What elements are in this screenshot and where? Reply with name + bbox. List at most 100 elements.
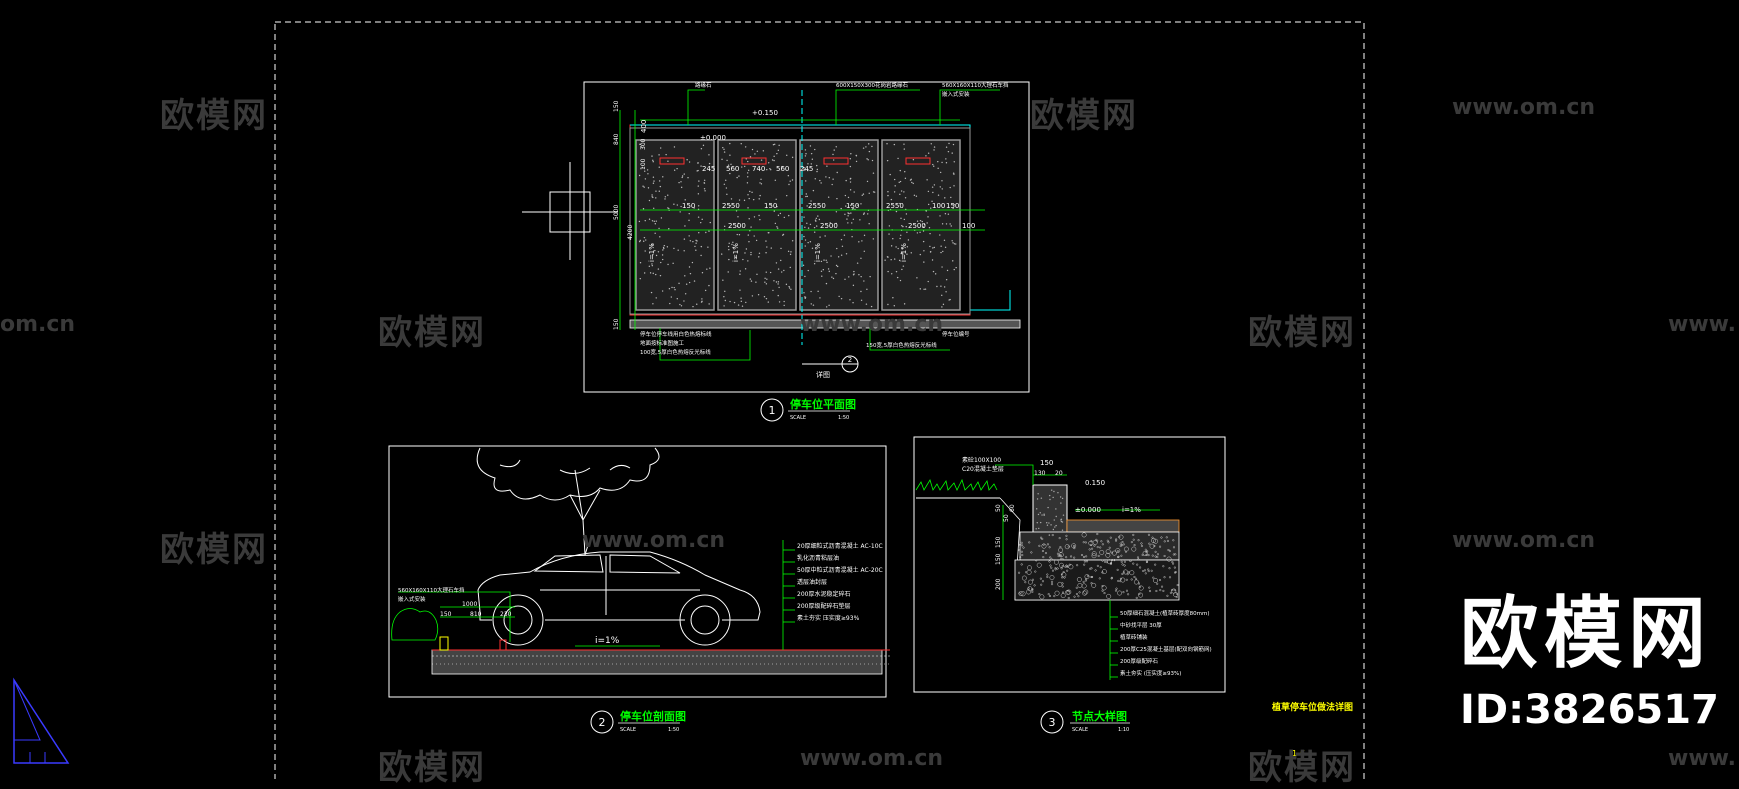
- detail-title-number: 3: [1049, 716, 1056, 729]
- section-layer-label: 20厚细粒式沥青混凝土 AC-10C: [797, 542, 883, 550]
- section-label: 嵌入式安装: [398, 595, 426, 603]
- parking-bay: [635, 139, 715, 311]
- watermark: www.: [1668, 746, 1736, 771]
- section-title-block: 2 停车位剖面图 SCALE 1:50: [590, 709, 686, 734]
- detail-layer-label: 中砂找平层 30厚: [1120, 621, 1162, 629]
- section-layer-label: 200厚水泥稳定碎石: [797, 590, 850, 598]
- plan-dim: ±0.000: [700, 134, 726, 142]
- plan-dim: 245: [800, 165, 813, 173]
- plan-dim-left: 150: [613, 100, 620, 112]
- sheet-number: 1-6: [1292, 749, 1305, 758]
- plan-note: 停车位停车线用白色热熔标线: [640, 330, 712, 338]
- detail-label: i=1%: [1122, 506, 1141, 514]
- watermark: 欧模网: [1030, 96, 1138, 136]
- paving-top: [1066, 519, 1180, 533]
- section-layer-label: 50厚中粒式沥青混凝土 AC-20C: [797, 566, 883, 574]
- plan-dim-left: 100: [640, 158, 647, 170]
- wheel-stop: [823, 157, 849, 165]
- plan-bay-dim: 150: [946, 202, 959, 210]
- plan-note: 路缘石: [695, 81, 712, 89]
- section-layer-label: 透层油封层: [797, 578, 827, 586]
- watermark: om.cn: [0, 312, 76, 337]
- plan-slope: i=1%: [814, 243, 822, 262]
- plan-dim-left: 5000: [613, 205, 620, 220]
- detail-dim: 200: [995, 578, 1002, 590]
- watermark: www.: [1668, 312, 1736, 337]
- plan-dim: 560: [726, 165, 739, 173]
- plan-dim: 400: [640, 120, 648, 133]
- wheel-stop: [439, 636, 449, 651]
- detail-dim: 50: [995, 504, 1002, 512]
- plan-note: 停车位编号: [942, 330, 970, 338]
- plan-dim-left: 300: [640, 138, 647, 150]
- watermark: www.om.cn: [582, 528, 726, 553]
- plan-slope: i=1%: [648, 243, 656, 262]
- grass-symbol: [915, 478, 998, 491]
- plan-note: 150宽,5厚白色热熔反光标线: [866, 341, 937, 349]
- shrub: [391, 608, 439, 641]
- brand-id: ID:3826517: [1460, 687, 1719, 733]
- detail-label: 150: [1040, 459, 1053, 467]
- plan-slope: i=1%: [732, 243, 740, 262]
- plan-note: 100宽,5厚白色热熔反光标线: [640, 348, 711, 356]
- gravel-base: [1014, 559, 1180, 601]
- aggregate-texture: [1018, 489, 1179, 600]
- plan-bay-dim: 150: [764, 202, 777, 210]
- plan-slope: i=1%: [900, 243, 908, 262]
- section-title-number: 2: [599, 716, 606, 729]
- detail-label: 0.150: [1085, 479, 1105, 487]
- plan-note: 560X160X110大理石车挡: [942, 81, 1009, 89]
- watermark: www.om.cn: [800, 312, 944, 337]
- watermark: 欧模网: [1248, 748, 1356, 788]
- watermark: 欧模网: [378, 748, 486, 788]
- detail-layer-label: 50厚细石混凝土(植草砖厚度80mm): [1120, 609, 1210, 617]
- plan-scale-label: SCALE: [790, 415, 806, 421]
- plan-note: 地面按标准图施工: [640, 339, 685, 347]
- section-marker-num: 2: [848, 356, 852, 364]
- plan-bay-dim: 2550: [886, 202, 904, 210]
- detail-layer-label: 200厚级配碎石: [1120, 657, 1158, 665]
- detail-dim: 150: [995, 536, 1002, 548]
- watermark: 欧模网: [160, 96, 268, 136]
- detail-label: 素砼100X100: [962, 456, 1001, 464]
- plan-title: 停车位平面图: [790, 397, 856, 411]
- plan-bay-dim: 100: [932, 202, 945, 210]
- plan-viewport: [583, 81, 1030, 393]
- detail-scale-label: SCALE: [1072, 727, 1088, 733]
- plan-bay-dim: 150: [846, 202, 859, 210]
- watermark: 欧模网: [378, 313, 486, 353]
- watermark: www.om.cn: [1452, 528, 1596, 553]
- plan-dim-left: 840: [613, 133, 620, 145]
- section-marker-ref: 详图: [816, 370, 830, 379]
- section-scale-value: 1:50: [668, 727, 679, 733]
- detail-label: C20混凝土垫层: [962, 465, 1004, 473]
- ucs-icon: [13, 677, 70, 764]
- plan-title-number: 1: [769, 404, 776, 417]
- wheel-stop: [659, 157, 685, 165]
- wheel-stop: [741, 157, 767, 165]
- crosshair-cursor[interactable]: [522, 162, 618, 260]
- watermark: 欧模网: [160, 530, 268, 570]
- parking-bay: [881, 139, 961, 311]
- detail-dim: 60: [1009, 504, 1016, 512]
- brand-name: 欧模网: [1460, 589, 1713, 679]
- detail-title: 节点大样图: [1072, 709, 1127, 723]
- plan-note: 嵌入式安装: [942, 90, 970, 98]
- section-layer-label: 素土夯实 压实度≥93%: [797, 614, 860, 622]
- plan-bay-dim: 150: [682, 202, 695, 210]
- watermark: www.om.cn: [800, 746, 944, 771]
- plan-dim: 560: [776, 165, 789, 173]
- sheet-frame: [274, 21, 1365, 789]
- plan-scale-value: 1:50: [838, 415, 849, 421]
- wheel-stop-2: [499, 639, 507, 651]
- plan-bay-dim: 2550: [722, 202, 740, 210]
- detail-label: ±0.000: [1075, 506, 1101, 514]
- section-label: 150: [440, 611, 452, 618]
- plan-elevation: +0.150: [752, 109, 778, 117]
- section-viewport: [388, 445, 887, 698]
- car-outline: [477, 551, 761, 646]
- parking-bay: [799, 139, 879, 311]
- sheet-title: 植草停车位做法详图: [1271, 701, 1353, 713]
